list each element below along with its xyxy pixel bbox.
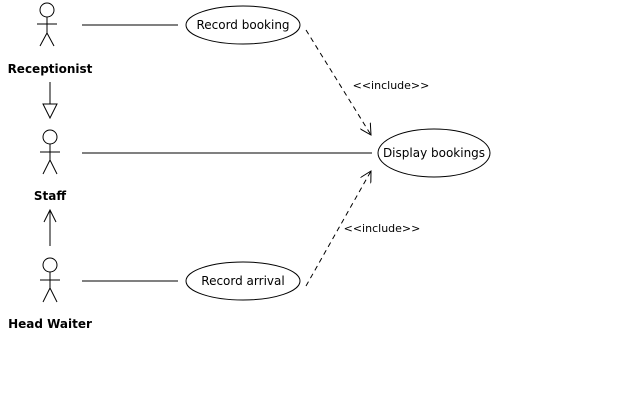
include-record-arrival-display-bookings: <<include>> [305,171,421,287]
usecase-label-display-bookings: Display bookings [383,146,485,160]
stick-figure-icon [37,2,57,47]
actor-label-head-waiter: Head Waiter [8,317,92,331]
actor-receptionist[interactable]: Receptionist [8,2,93,76]
actor-label-staff: Staff [34,189,66,203]
generalization-head-waiter-staff [43,208,57,246]
actor-head-waiter[interactable]: Head Waiter [8,257,92,331]
include-record-booking-display-bookings: <<include>> [305,29,430,135]
usecase-label-record-booking: Record booking [196,18,289,32]
usecase-record-booking[interactable]: Record booking [185,5,301,45]
generalization-receptionist-staff [42,82,58,120]
usecase-display-bookings[interactable]: Display bookings [377,128,491,178]
usecase-record-arrival[interactable]: Record arrival [185,261,301,301]
include-label-top: <<include>> [353,79,430,92]
stick-figure-icon [40,257,60,303]
include-label-bottom: <<include>> [344,222,421,235]
actor-staff[interactable]: Staff [34,129,66,203]
actor-label-receptionist: Receptionist [8,62,93,76]
stick-figure-icon [40,129,60,175]
usecase-label-record-arrival: Record arrival [201,274,284,288]
